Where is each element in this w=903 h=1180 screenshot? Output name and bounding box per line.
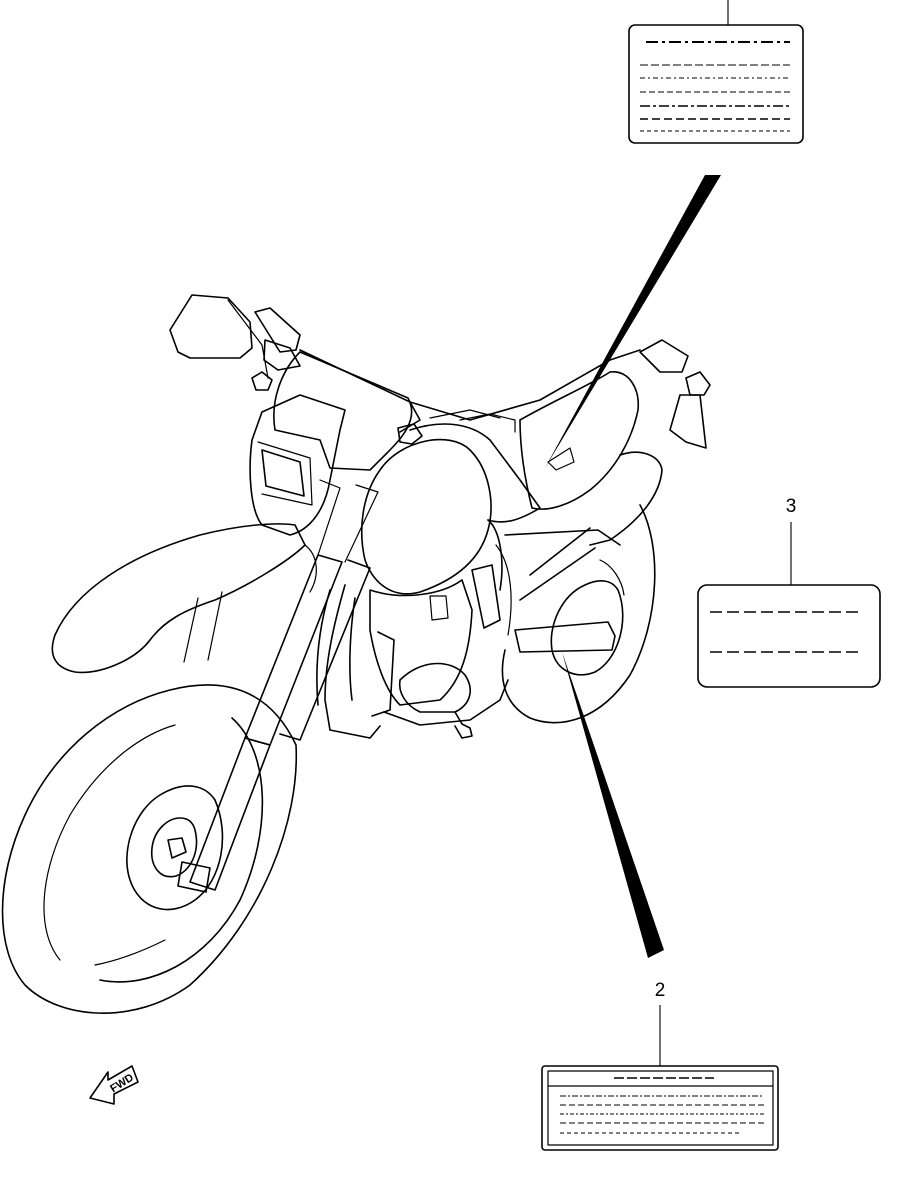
label-2-text-lines (560, 1077, 764, 1134)
pointer-wedge-label-2 (562, 652, 664, 958)
label-1-plate (628, 24, 804, 144)
fwd-arrow-icon (89, 1065, 139, 1105)
motorcycle-drawing (1, 294, 711, 1014)
fwd-label: FWD (108, 1072, 136, 1095)
frame-swingarm (487, 519, 621, 653)
fwd-direction-indicator: FWD (89, 1065, 139, 1105)
callout-number-label-3: 3 (786, 496, 797, 517)
label-1-text-lines (640, 41, 790, 132)
label-2-callout: 2 (541, 980, 779, 1151)
pointer-wedge-label-1 (545, 175, 721, 468)
engine (316, 564, 509, 739)
label-3-plate (697, 584, 881, 688)
callout-pointers (545, 175, 721, 958)
label-3-callout: 3 (697, 496, 881, 688)
rear-wheel (501, 504, 656, 724)
headlight-cowl (249, 394, 346, 536)
label-2-plate-outer (541, 1065, 779, 1151)
fuel-tank (273, 351, 663, 595)
label-1-callout (628, 0, 804, 144)
label-3-text-lines (710, 611, 860, 653)
front-forks (177, 479, 379, 893)
label-2-plate-inner (547, 1070, 774, 1146)
front-wheel (1, 684, 298, 1014)
front-fender (51, 523, 317, 674)
callout-number-label-2: 2 (655, 980, 666, 1001)
